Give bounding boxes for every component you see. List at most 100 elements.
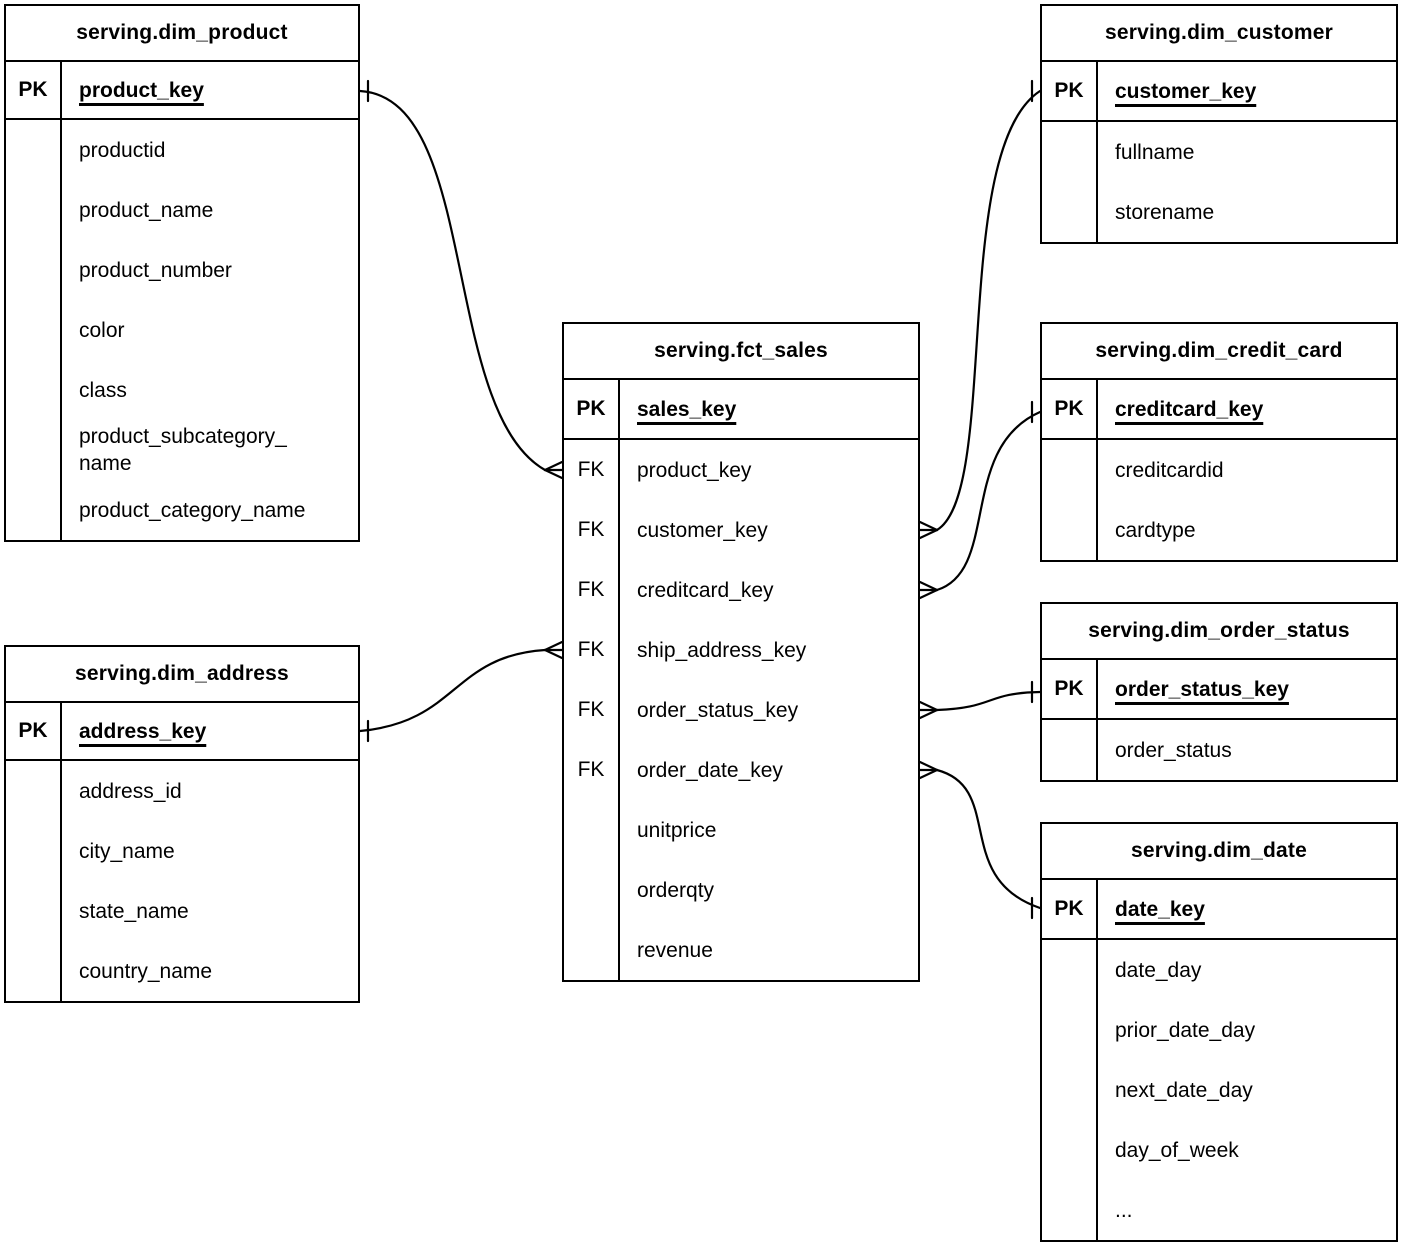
relationship-customer-sales xyxy=(918,79,1042,540)
field-key-cell xyxy=(1042,440,1098,500)
pk-key-cell: PK xyxy=(1042,880,1098,938)
pk-field-name: creditcard_key xyxy=(1115,397,1264,421)
field-row: day_of_week xyxy=(1042,1120,1396,1180)
pk-field-name: customer_key xyxy=(1115,79,1257,103)
field-key-cell xyxy=(6,300,62,360)
crow-foot-many-marker xyxy=(918,700,939,712)
relationship-curve xyxy=(358,648,547,733)
field-name: revenue xyxy=(637,938,713,962)
pk-field-name: date_key xyxy=(1115,897,1205,921)
crow-foot-many-marker xyxy=(543,468,564,480)
field-key-cell xyxy=(564,920,620,980)
field-key-cell xyxy=(1042,940,1098,1000)
fields-container: creditcardid cardtype xyxy=(1042,440,1396,560)
field-row: product_subcategory_ name xyxy=(6,420,358,480)
table-dim-customer: serving.dim_customer PK customer_key ful… xyxy=(1040,4,1398,244)
field-row: color xyxy=(6,300,358,360)
crow-foot-many-marker xyxy=(543,640,564,652)
field-key-cell: FK xyxy=(564,500,620,560)
field-key-cell xyxy=(1042,500,1098,560)
pk-row: PK order_status_key xyxy=(1042,660,1396,720)
field-name: product_number xyxy=(79,258,232,282)
field-row: next_date_day xyxy=(1042,1060,1396,1120)
field-name: country_name xyxy=(79,959,213,983)
pk-key-cell: PK xyxy=(1042,380,1098,438)
table-dim-credit-card: serving.dim_credit_card PK creditcard_ke… xyxy=(1040,322,1398,562)
field-name: storename xyxy=(1115,200,1215,224)
table-title: serving.dim_address xyxy=(6,647,358,703)
field-key-cell xyxy=(6,821,62,881)
field-key-cell xyxy=(6,420,62,480)
relationship-curve xyxy=(935,89,1042,532)
field-name: date_day xyxy=(1115,958,1202,982)
field-key-cell xyxy=(6,941,62,1001)
field-name: creditcard_key xyxy=(637,578,774,602)
pk-field-name: sales_key xyxy=(637,397,737,421)
field-row: creditcardid xyxy=(1042,440,1396,500)
field-name: product_key xyxy=(637,458,752,482)
crow-foot-many-marker xyxy=(918,760,939,772)
relationship-creditcard-sales xyxy=(918,400,1042,600)
field-key-cell xyxy=(6,881,62,941)
field-name: product_name xyxy=(79,198,214,222)
field-key-cell xyxy=(1042,182,1098,242)
field-key-cell xyxy=(6,240,62,300)
pk-row: PK sales_key xyxy=(564,380,918,440)
field-name: cardtype xyxy=(1115,518,1196,542)
crow-foot-many-marker xyxy=(918,520,939,532)
field-row: cardtype xyxy=(1042,500,1396,560)
field-row: ... xyxy=(1042,1180,1396,1240)
field-name: address_id xyxy=(79,779,182,803)
table-title: serving.dim_credit_card xyxy=(1042,324,1396,380)
field-key-cell xyxy=(6,180,62,240)
field-key-cell: FK xyxy=(564,740,620,800)
crow-foot-many-marker xyxy=(543,460,564,472)
field-name: creditcardid xyxy=(1115,458,1224,482)
field-row: state_name xyxy=(6,881,358,941)
field-name: unitprice xyxy=(637,818,717,842)
table-dim-address: serving.dim_address PK address_key addre… xyxy=(4,645,360,1003)
crow-foot-many-marker xyxy=(918,708,939,720)
field-row: product_number xyxy=(6,240,358,300)
crow-foot-many-marker xyxy=(918,528,939,540)
pk-row: PK date_key xyxy=(1042,880,1396,940)
field-row: FK customer_key xyxy=(564,500,918,560)
pk-row: PK creditcard_key xyxy=(1042,380,1396,440)
field-name: state_name xyxy=(79,899,189,923)
field-key-cell xyxy=(1042,1120,1098,1180)
field-row: storename xyxy=(1042,182,1396,242)
field-name: product_category_name xyxy=(79,498,306,522)
table-title: serving.dim_customer xyxy=(1042,6,1396,62)
field-key-cell xyxy=(1042,1000,1098,1060)
field-row: unitprice xyxy=(564,800,918,860)
field-name: productid xyxy=(79,138,166,162)
field-name: order_date_key xyxy=(637,758,783,782)
relationship-product-sales xyxy=(358,79,564,480)
table-title: serving.dim_order_status xyxy=(1042,604,1396,660)
relationship-curve xyxy=(935,410,1042,592)
pk-field-name: address_key xyxy=(79,719,207,743)
field-row: FK order_date_key xyxy=(564,740,918,800)
pk-key-cell: PK xyxy=(564,380,620,438)
field-name: customer_key xyxy=(637,518,768,542)
field-name: orderqty xyxy=(637,878,715,902)
table-title: serving.dim_date xyxy=(1042,824,1396,880)
pk-field-name: order_status_key xyxy=(1115,677,1289,701)
crow-foot-many-marker xyxy=(918,768,939,780)
table-dim-order-status: serving.dim_order_status PK order_status… xyxy=(1040,602,1398,782)
fields-container: order_status xyxy=(1042,720,1396,780)
field-key-cell: FK xyxy=(564,560,620,620)
crow-foot-many-marker xyxy=(543,648,564,660)
field-key-cell xyxy=(6,360,62,420)
field-row: product_category_name xyxy=(6,480,358,540)
relationship-date-sales xyxy=(918,760,1042,920)
field-row: orderqty xyxy=(564,860,918,920)
